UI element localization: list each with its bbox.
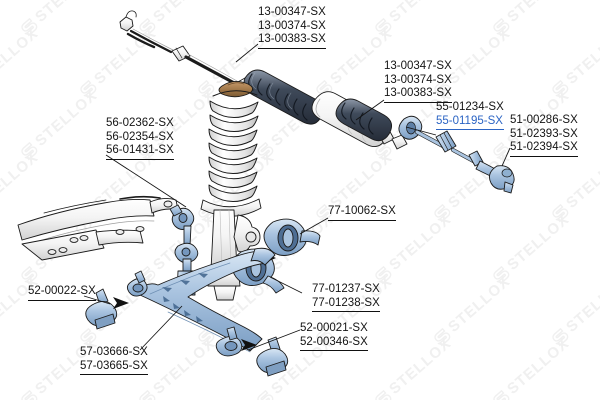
label-line: 57-03666-SX: [80, 346, 148, 358]
label-line: 51-02393-SX: [510, 127, 578, 140]
label-line: 56-01431-SX: [106, 144, 174, 157]
label-ball-joint-left[interactable]: 52-00022-SX: [28, 285, 96, 301]
label-line: 51-02394-SX: [510, 141, 578, 154]
part-bushing-front: [263, 218, 321, 256]
label-underline: [106, 158, 174, 160]
label-rack-right[interactable]: 13-00347-SX 13-00374-SX 13-00383-SX: [384, 60, 452, 103]
label-line: 51-00286-SX: [510, 114, 578, 126]
label-bushing-front[interactable]: 77-10062-SX: [328, 205, 396, 221]
part-control-arm: [126, 247, 276, 357]
label-bushing-rear[interactable]: 77-01237-SX 77-01238-SX: [312, 283, 380, 313]
label-line: 57-03665-SX: [80, 359, 148, 372]
label-line: 77-01237-SX: [312, 283, 380, 295]
label-line: 52-00346-SX: [300, 335, 368, 348]
part-coil-spring: [208, 100, 259, 202]
part-subframe: [17, 195, 179, 261]
label-control-arm[interactable]: 57-03666-SX 57-03665-SX: [80, 346, 148, 376]
label-line: 13-00383-SX: [384, 87, 452, 100]
part-bellows-boot-right: [335, 98, 393, 142]
label-underline: [28, 299, 96, 301]
part-ball-joint-right: [256, 336, 289, 377]
label-line-highlighted[interactable]: 55-01195-SX: [436, 114, 503, 127]
label-underline: [80, 374, 148, 376]
label-tie-rod-end[interactable]: 51-00286-SX 51-02393-SX 51-02394-SX: [510, 114, 578, 157]
part-tie-rod-assembly: [398, 115, 515, 194]
label-line: 13-00374-SX: [384, 73, 452, 86]
label-line: 55-01234-SX: [436, 101, 504, 113]
label-line: 13-00347-SX: [258, 6, 326, 18]
label-line: 77-10062-SX: [328, 205, 396, 217]
label-rack-left[interactable]: 13-00347-SX 13-00374-SX 13-00383-SX: [258, 6, 326, 49]
label-tie-rod-inner[interactable]: 55-01234-SX 55-01195-SX: [436, 101, 504, 131]
label-line: 13-00374-SX: [258, 19, 326, 32]
label-underline: [312, 311, 380, 313]
label-underline: [300, 350, 368, 352]
label-line: 52-00021-SX: [300, 322, 368, 334]
label-underline: [384, 101, 452, 103]
part-steering-rack: [119, 10, 408, 150]
label-underline-highlighted: [436, 129, 504, 131]
label-underline: [328, 219, 396, 221]
label-line: 56-02362-SX: [106, 117, 174, 129]
label-line: 13-00383-SX: [258, 33, 326, 46]
label-stabilizer-link[interactable]: 56-02362-SX 56-02354-SX 56-01431-SX: [106, 117, 174, 160]
label-ball-joint-right[interactable]: 52-00021-SX 52-00346-SX: [300, 322, 368, 352]
label-line: 56-02354-SX: [106, 130, 174, 143]
label-line: 77-01238-SX: [312, 296, 380, 309]
label-line: 13-00347-SX: [384, 60, 452, 72]
label-underline: [510, 155, 578, 157]
label-line: 52-00022-SX: [28, 285, 96, 297]
label-underline: [258, 47, 326, 49]
part-bellows-boot: [243, 69, 324, 125]
